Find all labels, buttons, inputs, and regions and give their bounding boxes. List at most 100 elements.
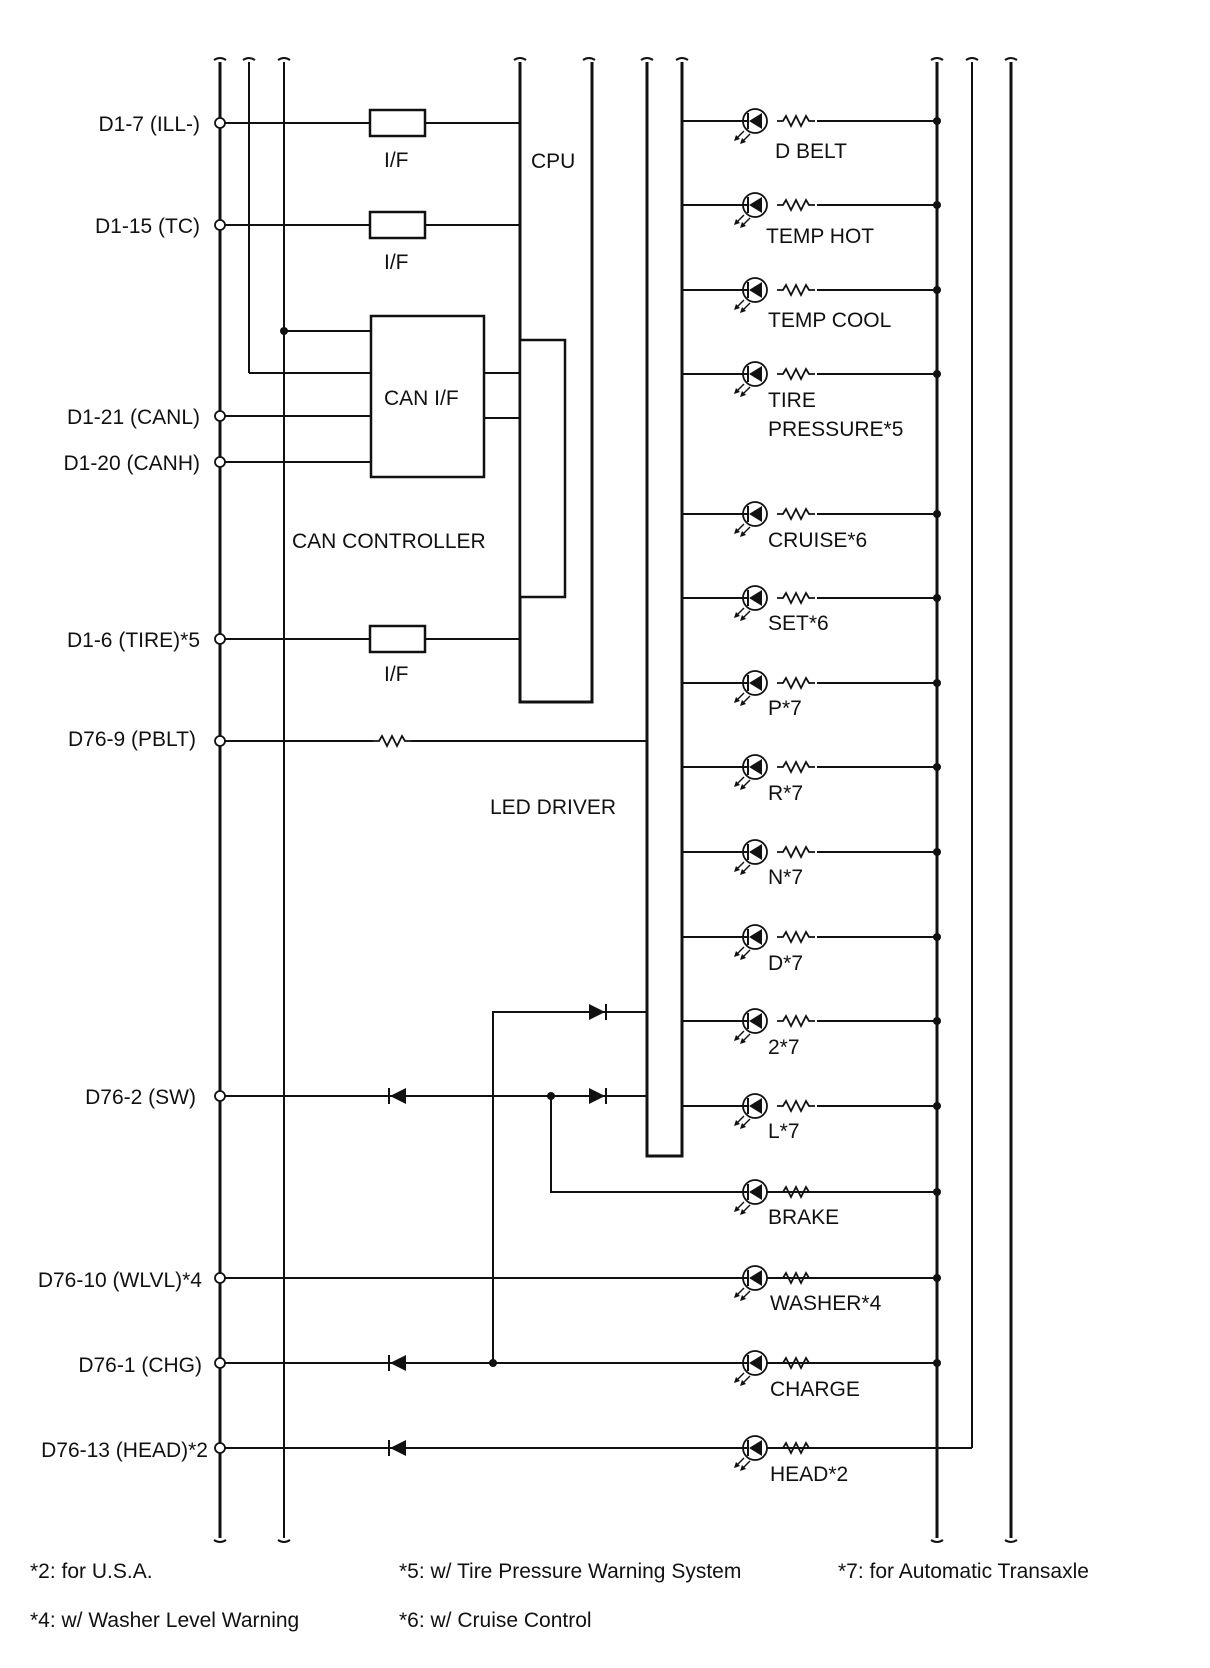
if-label-2: I/F xyxy=(384,251,409,274)
led-icon xyxy=(733,670,768,707)
indicator-label: TEMP COOL xyxy=(768,309,891,332)
led-icon xyxy=(733,1008,768,1045)
indicator-set: SET*6 xyxy=(682,585,941,635)
indicator-r: R*7 xyxy=(682,754,941,805)
indicator-label: CRUISE*6 xyxy=(768,529,867,552)
footnotes: *2: for U.S.A. *4: w/ Washer Level Warni… xyxy=(30,1560,1089,1632)
indicator-n: N*7 xyxy=(682,839,941,889)
row-d1-15: D1-15 (TC) I/F xyxy=(95,210,520,274)
connector-label-d1-6: D1-6 (TIRE)*5 xyxy=(67,629,200,652)
terminal-d76-13 xyxy=(214,1442,226,1454)
row-d76-10: D76-10 (WLVL)*4 xyxy=(38,1269,937,1292)
indicator-label: HEAD*2 xyxy=(770,1463,848,1486)
connector-label-d76-9: D76-9 (PBLT) xyxy=(68,728,196,751)
led-icon xyxy=(733,924,768,961)
led-icon xyxy=(733,1435,768,1472)
can-if-supply-wires xyxy=(249,327,520,419)
terminal-d76-9 xyxy=(214,735,226,747)
charge-diode-2 xyxy=(588,1003,607,1021)
charge-diode-1 xyxy=(388,1354,407,1372)
row-d1-21: D1-21 (CANL) xyxy=(67,406,371,429)
indicator-temp-hot: TEMP HOT xyxy=(682,192,941,248)
led-icon xyxy=(733,277,768,314)
if-box-1 xyxy=(368,108,427,138)
indicator-label: CHARGE xyxy=(770,1378,860,1401)
charge-branch xyxy=(492,1003,647,1363)
terminal-d1-21 xyxy=(214,410,226,422)
led-icon xyxy=(733,1179,768,1216)
sw-diode-1 xyxy=(388,1087,407,1105)
indicator-d: D*7 xyxy=(682,924,941,975)
head-diode xyxy=(388,1439,407,1457)
sw-diode-2 xyxy=(588,1087,607,1105)
footnote-4: *4: w/ Washer Level Warning xyxy=(30,1609,299,1632)
footnote-5: *5: w/ Tire Pressure Warning System xyxy=(399,1560,741,1583)
indicator-label: SET*6 xyxy=(768,612,829,635)
indicator-charge: CHARGE xyxy=(733,1350,941,1401)
footnote-7: *7: for Automatic Transaxle xyxy=(838,1560,1089,1583)
pblt-resistor xyxy=(372,735,412,747)
indicator-label: D*7 xyxy=(768,952,803,975)
terminal-d76-1 xyxy=(214,1357,226,1369)
vertical-rails xyxy=(213,57,1018,1543)
connector-label-d76-13: D76-13 (HEAD)*2 xyxy=(41,1439,208,1462)
connector-label-d76-2: D76-2 (SW) xyxy=(85,1086,196,1109)
led-driver-label: LED DRIVER xyxy=(490,796,616,819)
indicator-head: HEAD*2 xyxy=(733,1435,848,1486)
led-icon xyxy=(733,839,768,876)
indicator-l: L*7 xyxy=(682,1093,941,1143)
indicator-label: R*7 xyxy=(768,782,803,805)
indicator-label: N*7 xyxy=(768,866,803,889)
if-box-3 xyxy=(368,624,427,654)
indicator-2: 2*7 xyxy=(682,1008,941,1059)
terminal-d76-2 xyxy=(214,1090,226,1102)
connector-label-d76-1: D76-1 (CHG) xyxy=(78,1354,202,1377)
row-d76-1: D76-1 (CHG) xyxy=(78,1354,937,1377)
row-d1-7: D1-7 (ILL-) I/F xyxy=(98,108,520,172)
indicator-label: TEMP HOT xyxy=(766,225,874,248)
indicator-label: L*7 xyxy=(768,1120,800,1143)
indicator-p: P*7 xyxy=(682,670,941,720)
if-label-1: I/F xyxy=(384,149,409,172)
led-icon xyxy=(733,361,768,398)
indicator-label: D BELT xyxy=(775,140,847,163)
if-box-2 xyxy=(368,210,427,240)
indicator-label: TIRE xyxy=(768,389,816,412)
led-icon xyxy=(733,192,768,229)
connector-label-d1-20: D1-20 (CANH) xyxy=(63,452,200,475)
connector-label-d1-15: D1-15 (TC) xyxy=(95,215,200,238)
indicator-label: BRAKE xyxy=(768,1206,839,1229)
led-icon xyxy=(733,1350,768,1387)
connector-label-d1-21: D1-21 (CANL) xyxy=(67,406,200,429)
led-icon xyxy=(733,585,768,622)
terminal-d1-15 xyxy=(214,219,226,231)
terminal-d1-20 xyxy=(214,456,226,468)
led-icon xyxy=(733,754,768,791)
row-d1-6: D1-6 (TIRE)*5 I/F xyxy=(67,624,520,686)
led-icon xyxy=(733,501,768,538)
indicator-temp-cool: TEMP COOL xyxy=(682,277,941,332)
footnote-2: *2: for U.S.A. xyxy=(30,1560,153,1583)
indicator-washer: WASHER*4 xyxy=(733,1265,941,1315)
terminal-d1-7 xyxy=(214,117,226,129)
indicator-d-belt: D BELT xyxy=(682,108,941,163)
led-driver-block: LED DRIVER xyxy=(490,62,684,1158)
can-controller-label: CAN CONTROLLER xyxy=(292,530,486,553)
indicator-tire-pressure: TIRE PRESSURE*5 xyxy=(682,361,941,441)
row-d76-13: D76-13 (HEAD)*2 xyxy=(41,1439,972,1462)
connector-label-d76-10: D76-10 (WLVL)*4 xyxy=(38,1269,202,1292)
indicator-brake: BRAKE xyxy=(733,1179,941,1229)
connector-label-d1-7: D1-7 (ILL-) xyxy=(98,113,200,136)
led-icon xyxy=(733,1265,768,1302)
can-if-block: CAN I/F xyxy=(369,314,486,479)
row-d1-20: D1-20 (CANH) xyxy=(63,452,371,475)
cpu-label: CPU xyxy=(531,150,575,173)
row-d76-9: D76-9 (PBLT) xyxy=(68,728,647,751)
if-label-3: I/F xyxy=(384,663,409,686)
indicator-label: WASHER*4 xyxy=(770,1292,882,1315)
can-if-label: CAN I/F xyxy=(384,387,459,410)
indicator-label-line2: PRESSURE*5 xyxy=(768,418,903,441)
terminal-d1-6 xyxy=(214,633,226,645)
led-icon xyxy=(733,1093,768,1130)
can-controller-block: CAN CONTROLLER xyxy=(292,338,567,599)
